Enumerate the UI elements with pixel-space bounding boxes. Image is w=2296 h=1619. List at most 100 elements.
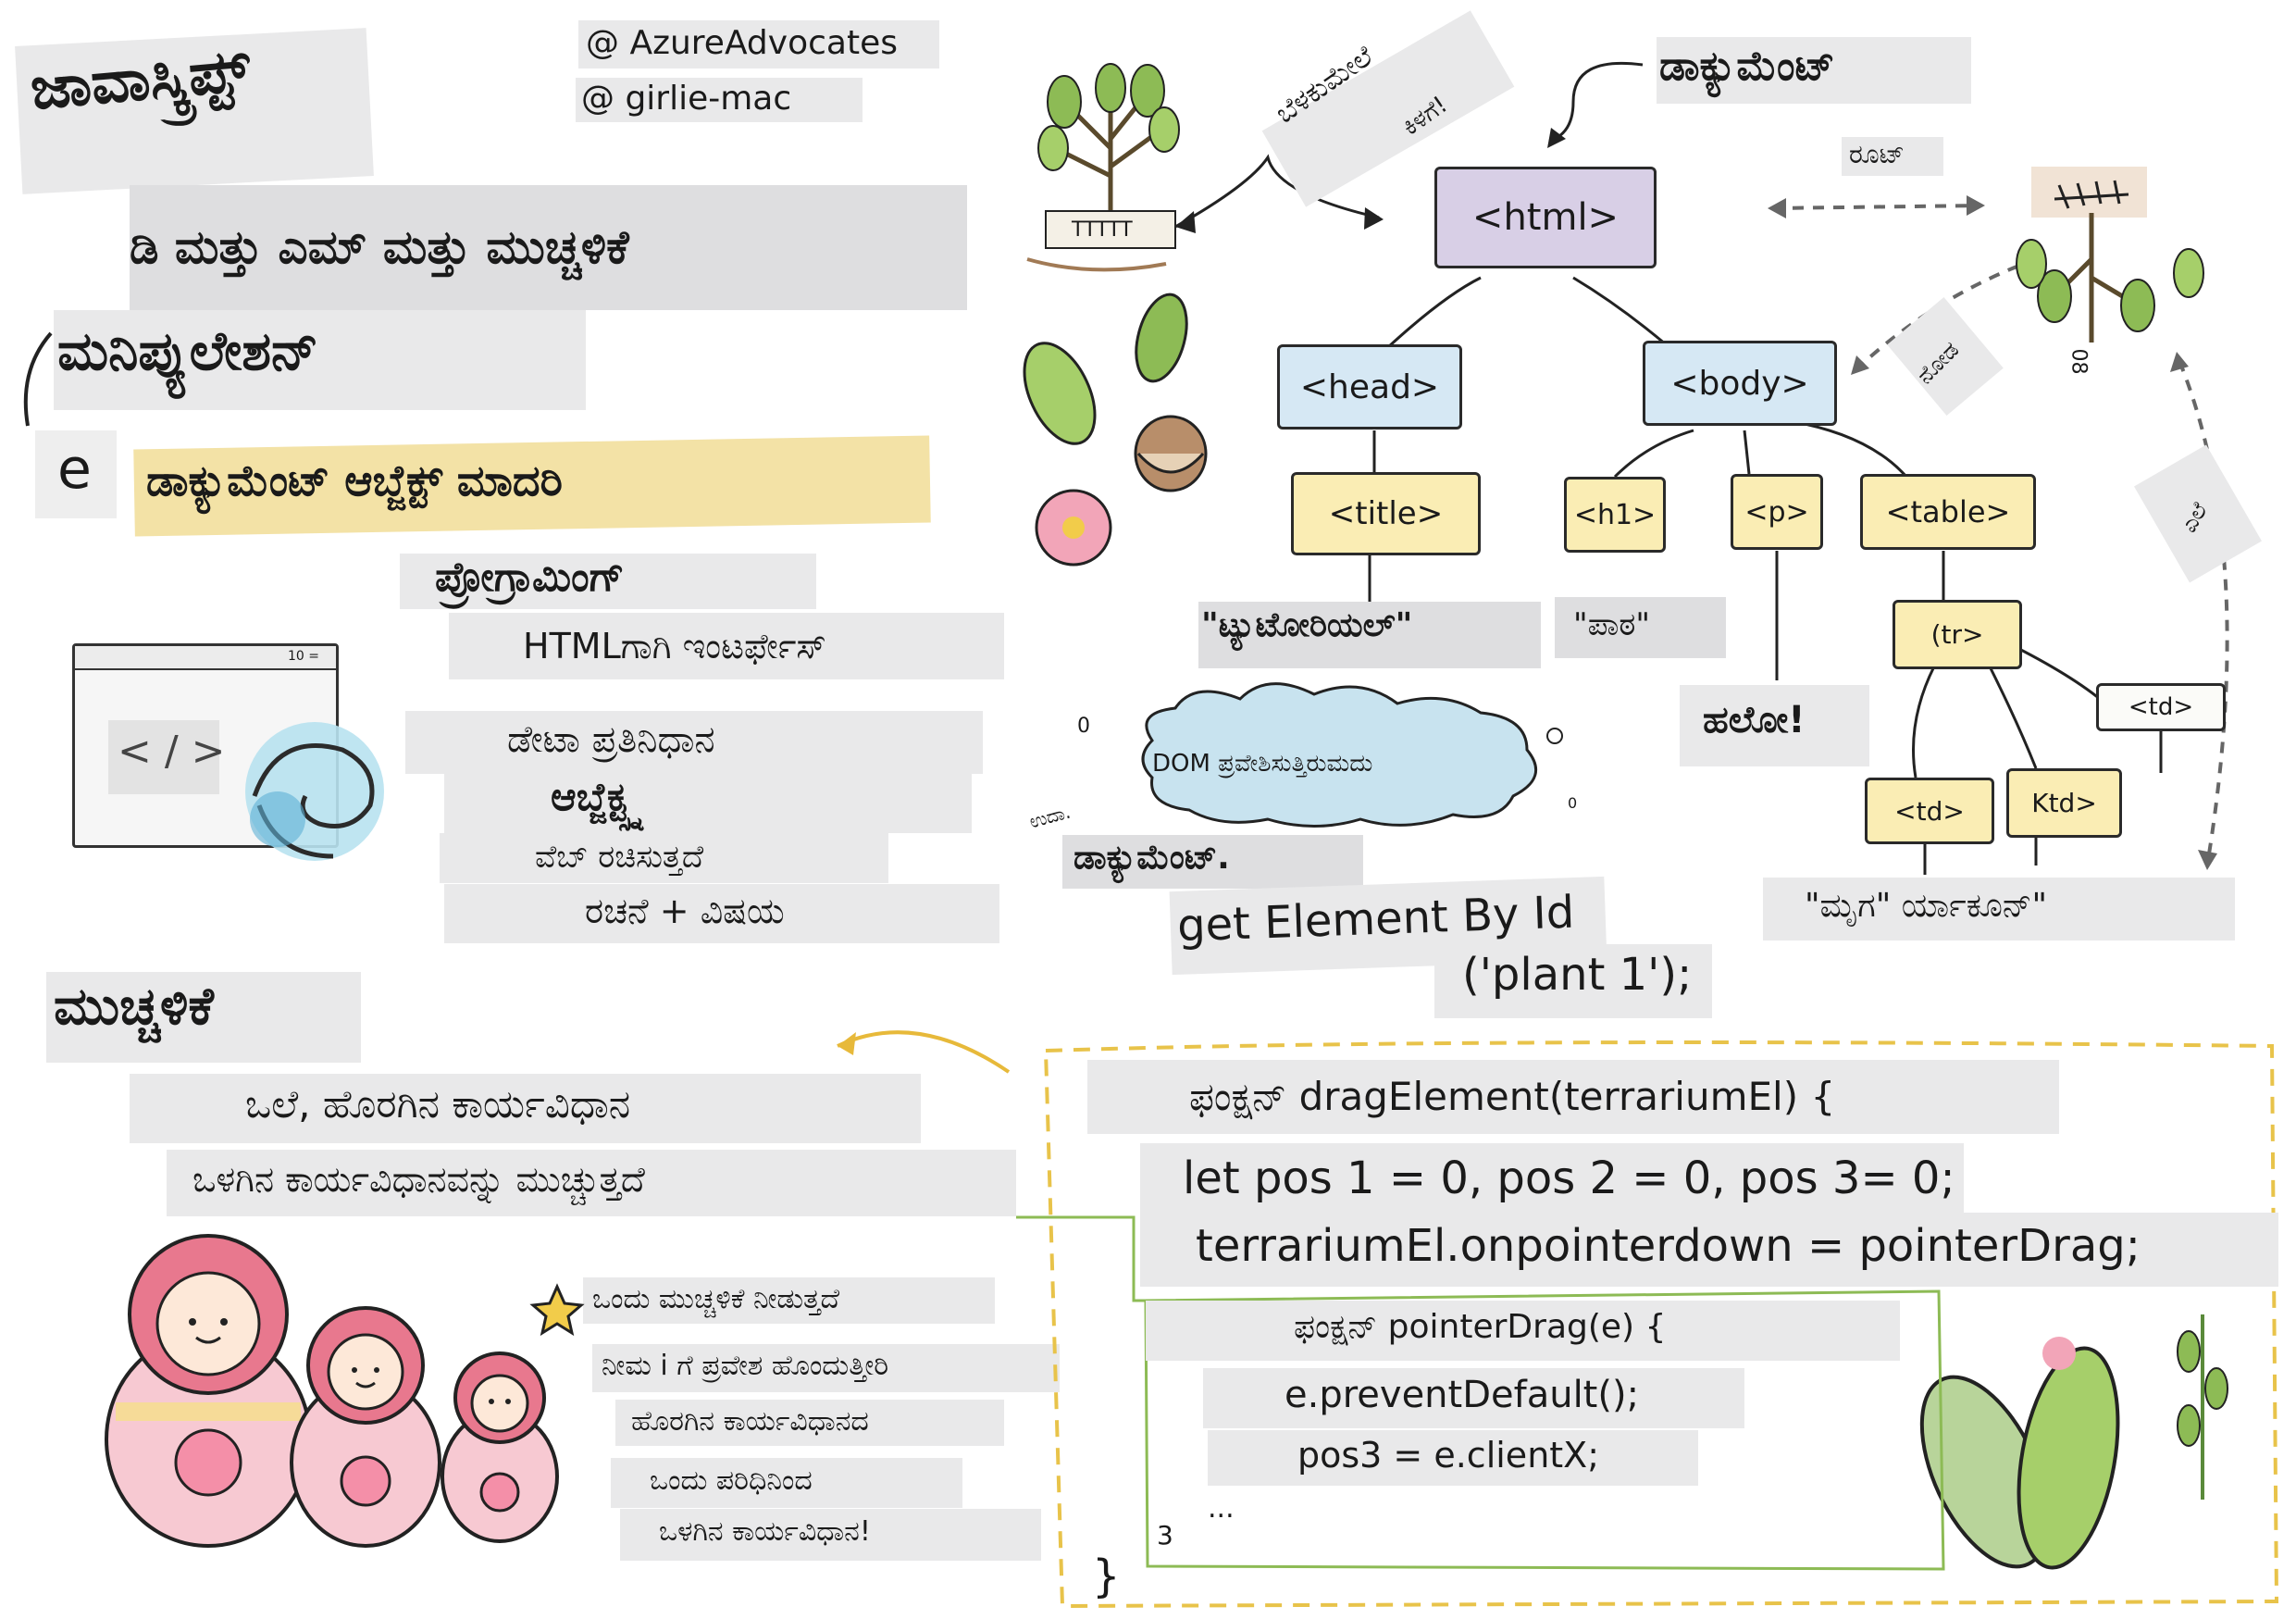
code-closing-brace: }: [1092, 1551, 1121, 1602]
closure-line2: ಒಳಗಿನ ಕಾರ್ಯವಿಧಾನವನ್ನು ಮುಚ್ಚುತ್ತದೆ: [192, 1159, 645, 1200]
node-html: <html>: [1434, 167, 1657, 268]
doll-medium-icon: [290, 1306, 441, 1548]
root-label: ರೂಟ್: [1849, 139, 1905, 169]
get-element-by-id-arg: ('plant 1');: [1462, 949, 1693, 1001]
node-body: <body>: [1643, 341, 1837, 426]
p-text: ಹಲೋ!: [1703, 699, 1806, 741]
pot-label: TTTTT: [1072, 218, 1133, 242]
manipulation-backdrop: [54, 310, 586, 410]
inner3-backdrop: [1208, 1430, 1698, 1486]
note2-backdrop: [592, 1344, 1060, 1392]
objects-backdrop: [444, 768, 972, 833]
browser-counter: 10 =: [288, 649, 319, 664]
code-inner2: e.preventDefault();: [1285, 1374, 1640, 1416]
closure-note1: ಒಂದು ಮುಚ್ಚಳಿಕೆ ನೀಡುತ್ತದೆ: [592, 1283, 840, 1315]
node-h1: <h1>: [1564, 477, 1666, 553]
td-text-backdrop: [1763, 878, 2235, 940]
flower-icon: [1035, 489, 1112, 567]
web-builds-label: ವೆಬ್ ರಚಿಸುತ್ತದೆ: [535, 839, 704, 876]
zero-marker-1: 0: [1077, 715, 1090, 738]
node-table: <table>: [1860, 474, 2036, 550]
closure-line2-backdrop: [167, 1150, 1016, 1216]
code-line1: ಫಂಕ್ಷನ್ dragElement(terrariumEl) {: [1189, 1074, 1836, 1119]
e-glyph: e: [57, 437, 92, 502]
interface-backdrop: [449, 613, 1004, 679]
node-td-3: Ktd>: [2006, 768, 2122, 838]
title-text-backdrop: [1198, 602, 1541, 668]
note4-backdrop: [611, 1458, 962, 1508]
closure-note3: ಹೊರಗಿನ ಕಾರ್ಯವಿಧಾನದ: [631, 1405, 869, 1438]
objects-label: ಆಬ್ಜೆಕ್ಟ್ಸ್ನ: [551, 774, 639, 819]
code-line2: let pos 1 = 0, pos 2 = 0, pos 3= 0;: [1183, 1152, 1955, 1204]
closure-title-backdrop: [46, 972, 361, 1063]
code-line2-backdrop: [1140, 1143, 1964, 1222]
root-label-backdrop: [1842, 137, 1943, 176]
node-td-1: <td>: [2096, 683, 2226, 731]
browser-code-glyph: < / >: [118, 728, 226, 775]
manipulation-heading: ಮನಿಪ್ಯುಲೇಶನ್: [57, 319, 319, 382]
document-dot: ಡಾಕ್ಯುಮೆಂಟ್.: [1074, 839, 1230, 877]
document-label: ಡಾಕ್ಯುಮೆಂಟ್: [1659, 43, 1835, 90]
closure-note2: ನೀಮ i ಗೆ ಪ್ರವೇಶ ಹೊಂದುತ್ತೀರಿ: [602, 1350, 889, 1382]
arg-backdrop: [1434, 944, 1712, 1018]
code-three: 3: [1157, 1520, 1173, 1551]
code-dots: ...: [1208, 1492, 1235, 1525]
code-inner3: pos3 = e.clientX;: [1297, 1435, 1600, 1476]
zero-marker-2: 0: [1568, 794, 1578, 812]
closure-line1: ಒಲೆ, ಹೊರಗಿನ ಕಾರ್ಯವಿಧಾನ: [245, 1081, 631, 1127]
programming-label: ಪ್ರೋಗ್ರಾಮಿಂಗ್: [435, 554, 625, 601]
e-box: [35, 430, 117, 518]
doll-small-icon: [441, 1351, 559, 1543]
subtitle-backdrop: [130, 185, 967, 310]
programming-backdrop: [400, 554, 816, 609]
credit-backdrop-2: [576, 78, 863, 122]
credit-azure-advocates: @ AzureAdvocates: [586, 24, 898, 62]
code-line3-backdrop: [1140, 1213, 2278, 1287]
code-inner1: ಫಂಕ್ಷನ್ pointerDrag(e) {: [1294, 1308, 1667, 1346]
potted-plant-icon: [1026, 63, 1180, 272]
td-text: "ಮೃಗ" ರ್ಯಾಕೂನ್": [1805, 887, 2048, 925]
cloud-text: DOM ಪ್ರವೇಶಿಸುತ್ತಿರುಮದು: [1152, 750, 1373, 778]
root-plant-icon: [2016, 167, 2204, 342]
structure-backdrop: [444, 884, 999, 943]
inner1-backdrop: [1146, 1301, 1900, 1361]
document-label-backdrop: [1657, 37, 1971, 104]
structure-label: ರಚನೆ + ವಿಷಯ: [585, 890, 785, 931]
note3-backdrop: [615, 1400, 1004, 1446]
closure-note5: ಒಳಗಿನ ಕಾರ್ಯವಿಧಾನ!: [659, 1515, 871, 1548]
node-td-2: <td>: [1865, 778, 1994, 844]
data-rep-label: ಡೇಟಾ ಪ್ರತಿನಿಧಾನ: [507, 718, 715, 761]
acorn-icon: [1134, 415, 1208, 492]
interface-label: HTMLಗಾಗಿ ಇಂಟರ್ಫೇಸ್: [523, 626, 826, 666]
title-text: "ಟ್ಯುಟೋರಿಯಲ್": [1201, 606, 1413, 644]
closure-arrow: [837, 1030, 1011, 1074]
credit-backdrop-1: [578, 20, 939, 68]
cactus-icon: [1919, 1314, 2228, 1570]
browser-titlebar: [75, 646, 336, 670]
closure-note4: ಒಂದು ಪರಿಧಿನಿಂದ: [650, 1464, 813, 1497]
note1-backdrop: [583, 1277, 995, 1324]
h1-text-backdrop: [1555, 597, 1726, 658]
node-p: <p>: [1731, 474, 1823, 550]
dom-title: ಡಾಕ್ಯುಮೆಂಟ್ ಆಬ್ಜೆಕ್ಟ್ ಮಾದರಿ: [146, 455, 563, 505]
closure-line1-backdrop: [130, 1074, 921, 1143]
browser-content-box: [108, 720, 219, 794]
inner2-backdrop: [1203, 1368, 1744, 1428]
closure-title: ಮುಚ್ಚಳಿಕೆ: [54, 977, 214, 1037]
subtitle: ಡಿ ಮತ್ತು ಎಮ್ ಮತ್ತು ಮುಚ್ಚಳಿಕೆ: [130, 220, 629, 274]
web-builds-backdrop: [440, 833, 888, 883]
node-tr: (tr>: [1893, 600, 2022, 669]
code-line3: terrariumEl.onpointerdown = pointerDrag;: [1196, 1220, 2141, 1272]
code-line1-backdrop: [1087, 1060, 2059, 1134]
h1-text: "ಪಾಠ": [1573, 606, 1651, 643]
credit-girlie-mac: @ girlie-mac: [581, 80, 792, 118]
p-text-backdrop: [1680, 685, 1869, 766]
leaf-icon: [1023, 293, 1188, 445]
node-head: <head>: [1277, 344, 1462, 430]
